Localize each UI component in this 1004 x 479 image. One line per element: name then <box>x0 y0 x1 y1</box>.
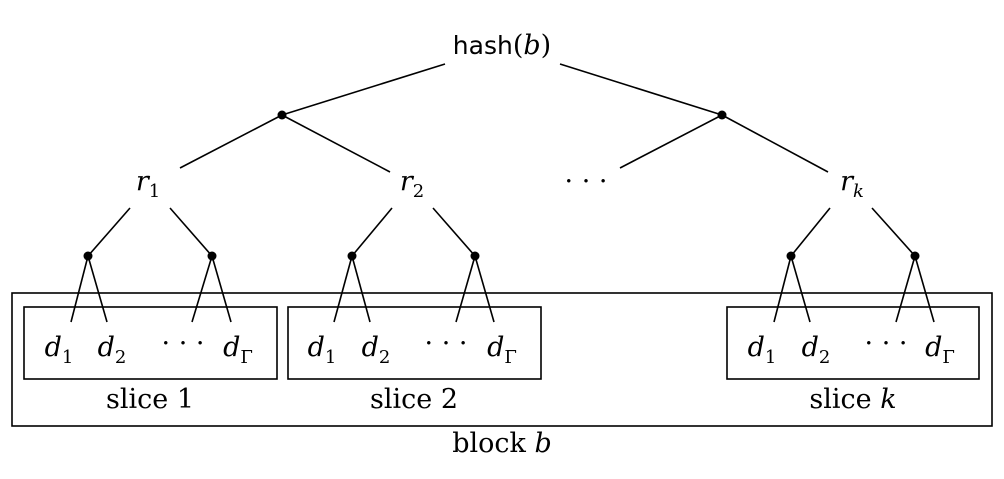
node-dot <box>717 110 727 120</box>
edge-left-r1 <box>179 114 283 169</box>
leaf-ellipsis: · · · <box>865 328 908 359</box>
slice-2-leaves: d1 d2 · · · dΓ <box>308 328 517 368</box>
node-dot <box>470 251 480 261</box>
edge-left-r2 <box>281 114 391 173</box>
top-edges <box>179 63 829 173</box>
internal-nodes <box>83 110 920 261</box>
leaf-d1: d1 <box>748 332 777 368</box>
edge-root-right <box>559 63 723 116</box>
slice-box-k <box>726 306 980 380</box>
leaf-dgamma: dΓ <box>223 332 253 368</box>
slice-k-label: slice k <box>809 384 896 415</box>
node-dot <box>207 251 217 261</box>
block-box <box>11 292 993 427</box>
edge-root-left <box>281 63 446 116</box>
subtree-rk <box>773 207 935 323</box>
leaf-ellipsis: · · · <box>425 328 468 359</box>
subtree-r1 <box>70 207 232 323</box>
leaf-dgamma: dΓ <box>487 332 517 368</box>
node-dot <box>347 251 357 261</box>
leaf-d1: d1 <box>308 332 337 368</box>
leaf-d2: d2 <box>802 332 831 368</box>
leaf-d2: d2 <box>98 332 127 368</box>
root-r2-label: r2 <box>400 166 424 202</box>
mid-ellipsis: · · · <box>565 166 608 197</box>
slice-box-1 <box>23 306 278 380</box>
slice-1-leaves: d1 d2 · · · dΓ <box>45 328 253 368</box>
node-dot <box>277 110 287 120</box>
slice-box-2 <box>287 306 542 380</box>
root-r1-label: r1 <box>136 166 160 202</box>
slice-1-label: slice 1 <box>106 384 194 415</box>
slice-2-label: slice 2 <box>370 384 458 415</box>
slice-k-leaves: d1 d2 · · · dΓ <box>748 328 955 368</box>
subtree-r2 <box>333 207 495 323</box>
leaf-dgamma: dΓ <box>925 332 955 368</box>
edge-right-ellipsis <box>619 114 723 169</box>
leaf-d2: d2 <box>362 332 391 368</box>
node-dot <box>786 251 796 261</box>
node-dot <box>910 251 920 261</box>
block-label: block b <box>452 428 552 459</box>
edge-right-rk <box>721 114 829 173</box>
leaf-ellipsis: · · · <box>162 328 205 359</box>
leaf-d1: d1 <box>45 332 74 368</box>
root-rk-label: rk <box>840 166 864 202</box>
root-hash-label: hash(b) <box>453 30 551 61</box>
node-dot <box>83 251 93 261</box>
